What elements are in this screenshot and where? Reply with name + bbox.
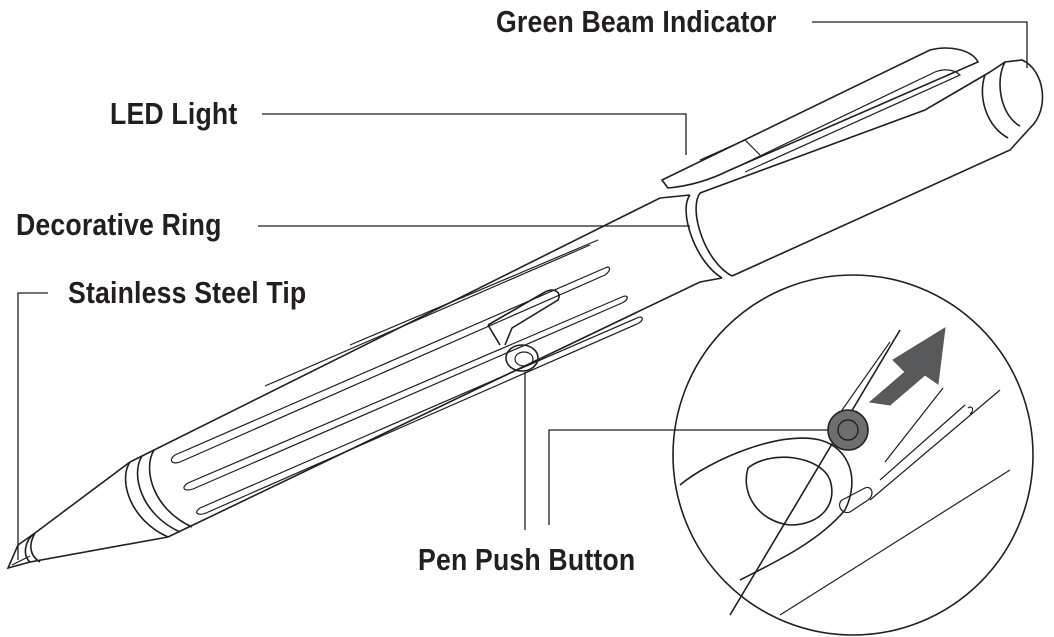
label-pen-push-button: Pen Push Button — [418, 542, 636, 577]
pen-tip-cone — [6, 461, 169, 570]
label-decorative-ring: Decorative Ring — [16, 207, 222, 242]
leader-lines — [17, 21, 1028, 560]
up-right-arrow-icon — [868, 327, 946, 406]
pen-cap — [685, 59, 1044, 279]
push-button-icon — [827, 409, 869, 451]
pen-barrel — [124, 194, 723, 538]
barrel-grooves — [170, 239, 643, 515]
barrel-push-button — [487, 289, 560, 372]
label-led-light: LED Light — [110, 96, 238, 131]
label-stainless-steel-tip: Stainless Steel Tip — [68, 275, 307, 310]
pen-clip — [660, 47, 980, 189]
detail-zoom-circle — [672, 274, 1034, 636]
label-green-beam-indicator: Green Beam Indicator — [496, 4, 777, 39]
